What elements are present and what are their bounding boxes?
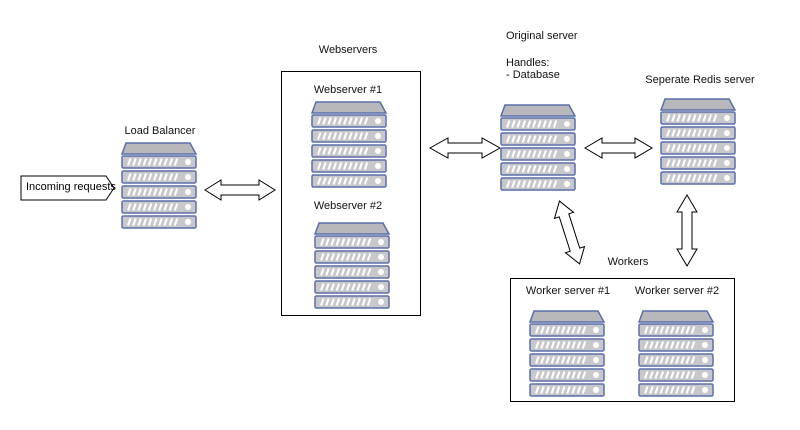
worker-1-server-icon: [528, 310, 606, 400]
original-server-handles-item: - Database: [506, 69, 560, 81]
webserver-1-server-icon: [310, 101, 388, 191]
webservers-group-box: [281, 71, 421, 316]
incoming-requests-shape: Incoming requests: [20, 175, 116, 201]
redis-server-label: Seperate Redis server: [645, 74, 755, 86]
arrow-original-redis: [584, 137, 653, 159]
workers-group-label: Workers: [607, 256, 649, 268]
worker-1-label: Worker server #1: [525, 285, 611, 297]
original-server-handles-label: Handles:: [506, 57, 550, 69]
original-server-title: Original server: [506, 30, 578, 42]
worker-2-label: Worker server #2: [634, 285, 720, 297]
arrow-original-workers: [553, 200, 586, 265]
workers-group-box: [510, 278, 735, 402]
arrow-webservers-original: [428, 137, 502, 159]
original-server-icon: [499, 104, 577, 194]
load-balancer-server-icon: [120, 142, 198, 232]
arrow-lb-webservers: [204, 179, 276, 201]
redis-server-icon: [659, 98, 737, 188]
load-balancer-label: Load Balancer: [124, 125, 196, 137]
worker-2-server-icon: [637, 310, 715, 400]
webserver-2-label: Webserver #2: [313, 200, 383, 212]
arrow-redis-workers: [676, 194, 698, 267]
incoming-requests-label: Incoming requests: [26, 181, 116, 193]
webserver-2-server-icon: [313, 222, 391, 312]
webserver-1-label: Webserver #1: [313, 84, 383, 96]
webservers-group-label: Webservers: [318, 44, 378, 56]
